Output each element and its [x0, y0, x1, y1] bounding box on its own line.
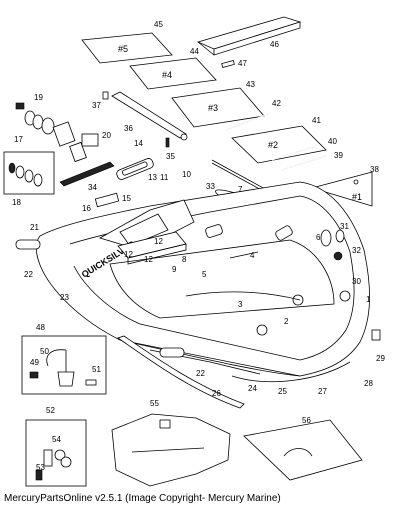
repair-kit-box	[25, 419, 87, 487]
svg-text:#5: #5	[118, 44, 128, 54]
callout-56: 56	[302, 416, 311, 425]
svg-text:#1: #1	[352, 192, 362, 202]
callout-10: 10	[182, 170, 191, 179]
floor-panel-1-bow: #1	[310, 171, 373, 207]
callout-15: 15	[122, 194, 131, 203]
seat-bench	[196, 16, 302, 56]
callout-40: 40	[328, 137, 337, 146]
callout-51: 51	[92, 365, 101, 374]
svg-text:#4: #4	[162, 70, 172, 80]
spacer-strip-42	[225, 113, 269, 131]
callout-47: 47	[238, 59, 247, 68]
carry-handle-22b	[159, 347, 185, 358]
callout-5: 5	[202, 270, 207, 279]
callout-13: 13	[148, 173, 157, 182]
callout-37: 37	[92, 101, 101, 110]
pad-16	[94, 192, 120, 208]
callout-12a: 12	[154, 237, 163, 246]
image-caption: MercuryPartsOnline v2.5.1 (Image Copyrig…	[4, 493, 281, 504]
callout-33: 33	[206, 182, 215, 191]
callout-17: 17	[14, 135, 23, 144]
callout-50: 50	[40, 347, 49, 356]
callout-19: 19	[34, 93, 43, 102]
callout-20: 20	[102, 131, 111, 140]
callout-21: 21	[30, 223, 39, 232]
callout-49: 49	[30, 358, 39, 367]
callout-43: 43	[246, 80, 255, 89]
callout-55: 55	[150, 399, 159, 408]
storage-bag	[243, 419, 363, 481]
callout-14: 14	[134, 139, 143, 148]
cap-6	[320, 229, 332, 247]
callout-54: 54	[52, 435, 61, 444]
callout-9: 9	[172, 265, 177, 274]
carry-handle-22a	[15, 239, 41, 250]
callout-16: 16	[82, 204, 91, 213]
seat-clip	[221, 60, 235, 68]
callout-45: 45	[154, 20, 163, 29]
keel-strip	[117, 335, 245, 409]
thwart-seat	[117, 231, 187, 265]
callout-12b: 12	[124, 250, 133, 259]
callout-34: 34	[88, 183, 97, 192]
callout-7: 7	[238, 185, 243, 194]
callout-22a: 22	[24, 270, 33, 279]
callout-18: 18	[12, 198, 21, 207]
floor-panel-4: #4	[129, 57, 217, 90]
towing-eye	[371, 329, 381, 341]
pump-kit-box	[21, 335, 107, 395]
callout-31: 31	[340, 222, 349, 231]
valve-assembly	[15, 102, 99, 163]
callout-24: 24	[248, 384, 257, 393]
valve-32	[333, 251, 343, 261]
callout-3: 3	[238, 300, 243, 309]
callout-25: 25	[278, 387, 287, 396]
inflatable-boat-hull: QUICKSILVER	[35, 181, 370, 377]
callout-38: 38	[370, 165, 379, 174]
rub-strip-34	[59, 161, 115, 187]
callout-22b: 22	[196, 369, 205, 378]
callout-4: 4	[250, 251, 255, 260]
stringer-bar	[111, 91, 188, 141]
callout-26: 26	[212, 389, 221, 398]
hinge-clip	[102, 91, 109, 100]
callout-36: 36	[124, 124, 133, 133]
seal-rings-kit	[3, 151, 55, 195]
callout-35: 35	[166, 152, 175, 161]
callout-41: 41	[312, 116, 321, 125]
grab-rope	[231, 361, 351, 383]
svg-text:#2: #2	[268, 140, 278, 150]
callout-48: 48	[36, 323, 45, 332]
callout-53: 53	[36, 463, 45, 472]
callout-44: 44	[190, 47, 199, 56]
callout-28: 28	[364, 379, 373, 388]
callout-39: 39	[334, 151, 343, 160]
spacer-strip-39	[281, 155, 327, 171]
svg-text:#3: #3	[208, 103, 218, 113]
callout-29: 29	[376, 354, 385, 363]
handle-14	[116, 158, 154, 180]
spacer-strip-40	[271, 145, 317, 161]
callout-52: 52	[46, 406, 55, 415]
boat-cover	[111, 413, 231, 487]
callout-8: 8	[182, 255, 187, 264]
callout-11: 11	[160, 173, 169, 182]
callout-46: 46	[270, 40, 279, 49]
callout-32: 32	[352, 246, 361, 255]
callout-12c: 12	[144, 255, 153, 264]
callout-42: 42	[272, 99, 281, 108]
callout-23: 23	[60, 293, 69, 302]
valve-cap-31	[335, 229, 345, 243]
floor-panel-5: #5	[81, 32, 173, 64]
joint-pin	[165, 137, 170, 148]
floor-panel-2: #2	[231, 125, 327, 164]
callout-6: 6	[316, 233, 321, 242]
callout-1: 1	[366, 295, 371, 304]
callout-27: 27	[318, 387, 327, 396]
callout-numbers: 45 44 46 47 43 37 42 36 41 40 39 35 19 2…	[12, 20, 385, 472]
callout-2: 2	[284, 317, 289, 326]
callout-30: 30	[352, 277, 361, 286]
